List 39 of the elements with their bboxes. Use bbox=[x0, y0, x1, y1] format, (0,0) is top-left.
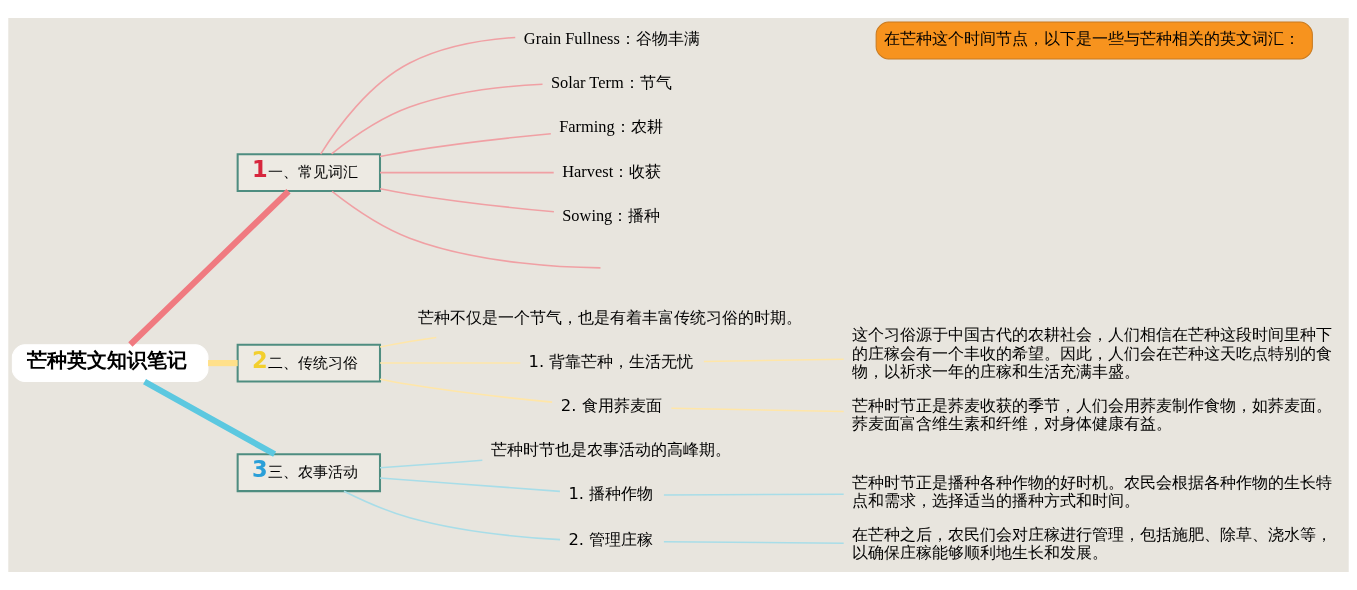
node-text: 芒种时节正是荞麦收获的季节，人们会用荞麦制作食物，如荞麦面。荞麦面富含维生素和纤维，对身体健康有益。 bbox=[852, 396, 1333, 434]
node-text: Harvest：收获 bbox=[562, 161, 662, 181]
connector bbox=[331, 190, 602, 269]
node-text: Grain Fullness：谷物丰满 bbox=[523, 29, 700, 49]
connector bbox=[379, 362, 522, 364]
connector bbox=[379, 132, 552, 158]
node-text: 2. 管理庄稼 bbox=[568, 530, 654, 550]
connector bbox=[670, 407, 845, 413]
connector bbox=[379, 187, 555, 213]
node-text: 2. 食用荞麦面 bbox=[560, 396, 662, 416]
node-text: 芒种不仅是一个节气，也是有着丰富传统习俗的时期。 bbox=[417, 307, 802, 327]
connector bbox=[379, 477, 561, 493]
node-box: 芒种英文知识笔记 bbox=[11, 344, 209, 383]
node-box: 2二、传统习俗 bbox=[236, 343, 382, 383]
connector bbox=[663, 493, 845, 496]
connector bbox=[663, 540, 845, 544]
node-text: Farming：农耕 bbox=[559, 117, 663, 137]
node-text: 1. 背靠芒种，生活无忧 bbox=[528, 351, 694, 371]
node-text: Sowing：播种 bbox=[562, 205, 661, 225]
connector bbox=[703, 358, 845, 363]
connector bbox=[330, 83, 544, 155]
node-box: 3三、农事活动 bbox=[236, 453, 382, 493]
connector bbox=[379, 378, 553, 403]
node-text: 这个习俗源于中国古代的农耕社会，人们相信在芒种这段时间里种下的庄稼会有一个丰收的希望。因此，人们会在芒种这天吃点特别的食物，以祈求一年的庄稼和生活充满丰盛。 bbox=[852, 325, 1333, 382]
connector bbox=[319, 36, 517, 155]
node-text: 1. 播种作物 bbox=[568, 484, 654, 504]
connector bbox=[379, 336, 438, 348]
node-box: 1一、常见词汇 bbox=[236, 153, 382, 193]
node-text: 在芒种之后，农民们会对庄稼进行管理，包括施肥、除草、浇水等，以确保庄稼能够顺利地生长和发展。 bbox=[852, 525, 1333, 563]
connector bbox=[379, 171, 555, 174]
node-text: 芒种时节也是农事活动的高峰期。 bbox=[490, 440, 731, 460]
node-text: 芒种时节正是播种各种作物的好时机。农民会根据各种作物的生长特点和需求，选择适当的播种方式和时间。 bbox=[852, 472, 1333, 511]
connector bbox=[128, 189, 291, 347]
node-box: 在芒种这个时间节点，以下是一些与芒种相关的英文词汇： bbox=[875, 21, 1313, 60]
connector bbox=[379, 459, 484, 469]
connector bbox=[143, 379, 277, 457]
node-text: Solar Term：节气 bbox=[551, 73, 672, 93]
connector bbox=[343, 490, 561, 541]
connector bbox=[208, 360, 238, 367]
